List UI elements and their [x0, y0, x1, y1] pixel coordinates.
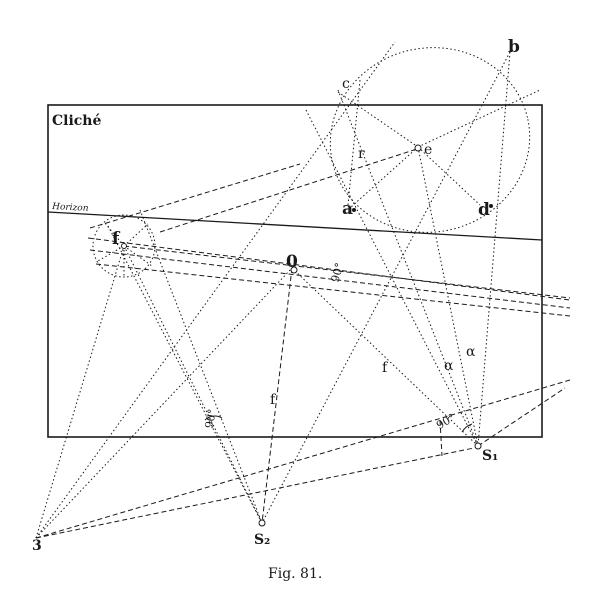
label-b: b [508, 37, 520, 57]
label-s2: S₂ [254, 532, 270, 548]
circle-f [92, 214, 156, 278]
label-c: c [342, 76, 350, 92]
point-o [290, 266, 298, 274]
figure-caption: Fig. 81. [268, 566, 322, 582]
label-d: d [478, 200, 490, 220]
label-f-mid: f [382, 360, 389, 376]
label-f-center: f [112, 229, 121, 249]
point-e [414, 144, 422, 152]
angle-alpha-1: α [444, 358, 454, 374]
point-s1 [474, 442, 482, 450]
label-e: e [424, 142, 432, 158]
angle-alpha-2: α [466, 344, 476, 360]
point-s2 [258, 519, 266, 527]
right-angle-arc-left [204, 415, 223, 421]
point-f [121, 243, 127, 249]
right-angle-arc-bottom [461, 423, 473, 433]
circle-f-spokes [95, 221, 153, 278]
label-s3: 3 [32, 538, 42, 554]
horizon-label: Horizon [51, 202, 89, 214]
angle-90-top: 90° [329, 261, 347, 283]
angle-90-left: 90° [203, 408, 219, 429]
horizon-line [47, 211, 543, 241]
label-o: 0 [286, 252, 298, 272]
cliche-label: Cliché [52, 113, 101, 129]
label-r: r [358, 146, 365, 162]
cliche-frame [47, 104, 543, 438]
dotted-rays [35, 41, 541, 539]
label-f-low: f [270, 392, 277, 408]
label-a: a [342, 199, 353, 219]
point-a [352, 208, 356, 212]
point-d [489, 204, 493, 208]
label-s1: S₁ [482, 448, 498, 464]
dashed-rays [35, 147, 571, 539]
